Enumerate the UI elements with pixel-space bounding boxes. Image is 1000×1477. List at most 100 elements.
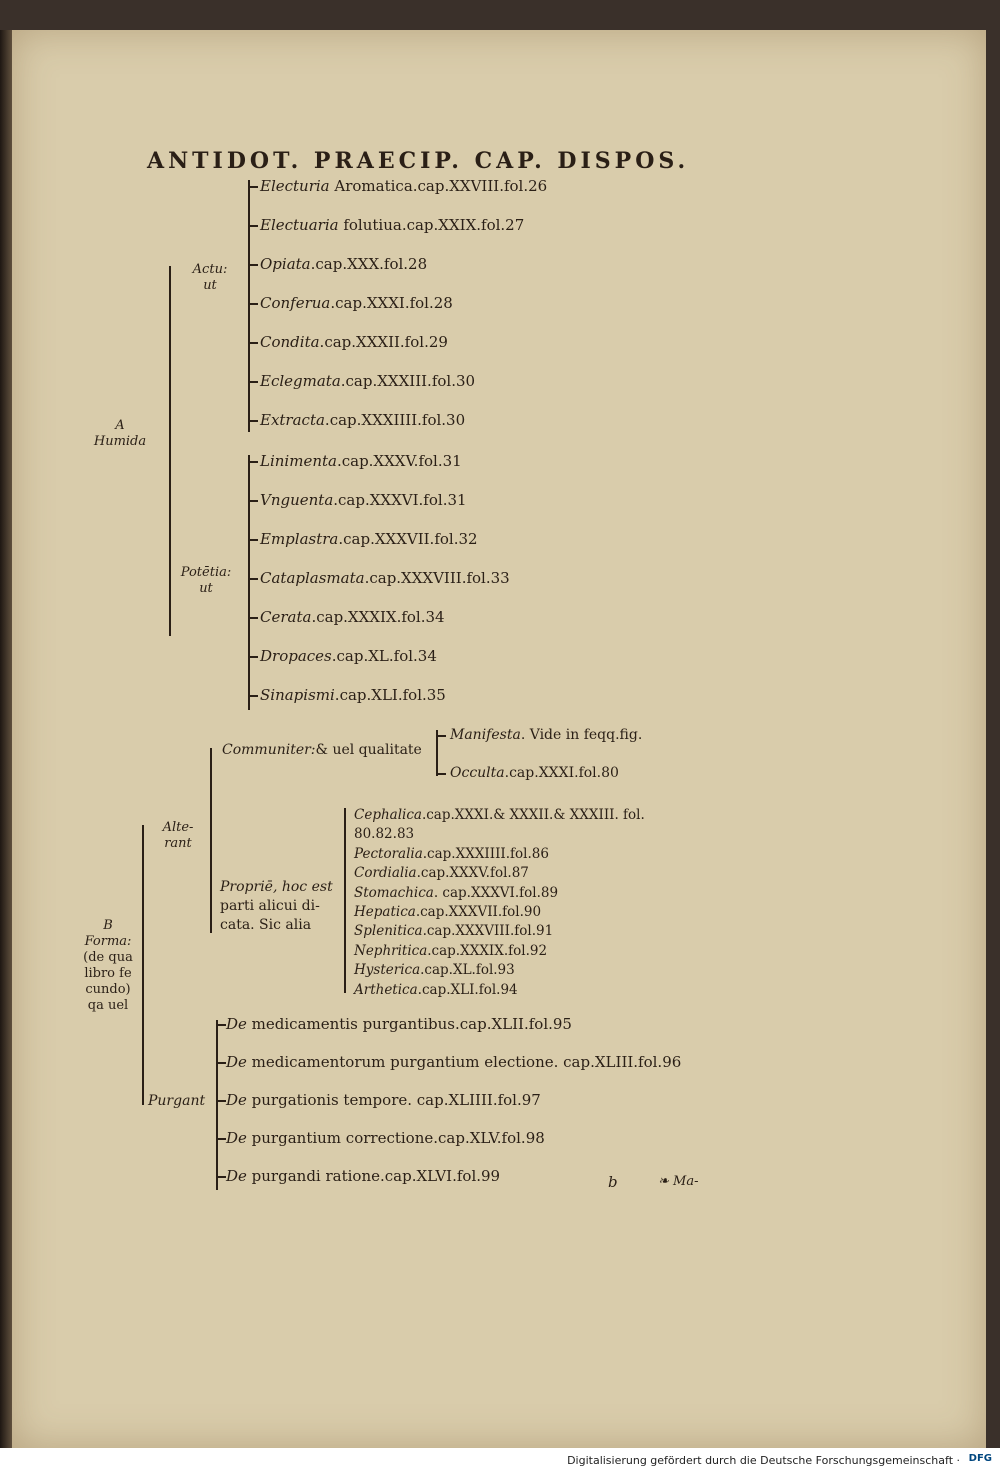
list-entry: Sinapismi.cap.XLI.fol.35 [260,686,446,704]
brace-tick [250,461,258,463]
page-title: ANTIDOT. PRAECIP. CAP. DISPOS. [147,148,690,174]
proprie-line: parti alicui di- [220,898,320,914]
entry-name: Manifesta [450,727,521,743]
list-entry: Hepatica.cap.XXXVII.fol.90 [354,903,541,921]
group-letter-a: A [115,418,125,433]
digitization-footer: Digitalisierung gefördert durch die Deut… [0,1448,1000,1477]
entry-reference: purgationis tempore. cap.XLIIII.fol.97 [246,1091,541,1109]
entry-name: Cerata [260,608,312,626]
entry-reference: . Vide in feqq.fig. [520,727,643,743]
subgroup-label-potentia: Potētia: ut [176,565,236,597]
group-letter-b: B [103,918,113,933]
entry-reference: .cap.XLI.fol.35 [334,686,446,704]
communiter-label: Communiter:& uel qualitate [222,741,422,759]
brace-alterant [210,748,212,933]
brace-tick [250,342,258,344]
entry-reference: 80.82.83 [354,826,415,843]
brace-tick [250,225,258,227]
entry-name: Pectoralia [354,845,423,862]
entry-name: Cataplasmata [260,569,365,587]
entry-name: Eclegmata [260,372,341,390]
catchword: ❧ Ma- [658,1173,699,1191]
list-entry: Emplastra.cap.XXXVII.fol.32 [260,530,478,548]
entry-name: Hysterica [354,962,421,979]
book-spine [0,30,14,1448]
list-entry: 80.82.83 [354,825,414,843]
entry-name: Condita [260,333,320,351]
subgroup-actu-name: Actu: [192,262,228,277]
brace-tick [250,381,258,383]
subgroup-label-alterant: Alte- rant [152,820,204,852]
entry-reference: .cap.XXXI.fol.28 [330,294,453,312]
entry-reference: .cap.XXXI.fol.80 [504,765,619,781]
brace-tick [218,1176,226,1178]
entry-name: De [226,1015,247,1033]
entry-name: De [226,1129,247,1147]
group-name-forma: Forma: [84,934,132,949]
list-entry: Dropaces.cap.XL.fol.34 [260,647,437,665]
entry-reference: folutiua.cap.XXIX.fol.27 [338,216,525,234]
subgroup-alterant-rant: rant [164,836,192,851]
list-entry: Conferua.cap.XXXI.fol.28 [260,294,453,312]
brace-tick [438,735,446,737]
entry-name: Stomachica [354,884,434,901]
group-label-forma: B Forma: (de qua libro fe cundo) qa uel [74,918,142,1014]
book-page: ANTIDOT. PRAECIP. CAP. DISPOS. A Humida … [12,30,986,1448]
list-entry: Eclegmata.cap.XXXIII.fol.30 [260,372,475,390]
list-entry: Hysterica.cap.XL.fol.93 [354,961,515,979]
subgroup-actu-ut: ut [203,278,217,293]
proprie-line: cata. Sic alia [220,917,312,933]
entry-reference: medicamentorum purgantium electione. cap… [246,1053,682,1071]
list-entry: Linimenta.cap.XXXV.fol.31 [260,452,462,470]
entry-reference: .cap.XL.fol.93 [420,962,515,979]
list-entry: Nephritica.cap.XXXIX.fol.92 [354,942,547,960]
list-entry: Electuaria folutiua.cap.XXIX.fol.27 [260,216,524,234]
entry-reference: . cap.XXXVI.fol.89 [433,884,559,901]
entry-name: Extracta [260,411,325,429]
entry-reference: .cap.XLI.fol.94 [417,981,518,998]
entry-reference: .cap.XXXVI.fol.31 [333,491,467,509]
entry-reference: .cap.XXXIIII.fol.86 [422,845,549,862]
brace-humida [169,266,171,636]
brace-tick [218,1138,226,1140]
forma-note-line: libro fe [84,966,132,981]
subgroup-potentia-name: Potētia: [180,565,232,580]
entry-reference: .cap.XL.fol.34 [331,647,437,665]
list-entry: De purgationis tempore. cap.XLIIII.fol.9… [226,1091,541,1109]
entry-name: Vnguenta [260,491,334,509]
subgroup-alterant-name: Alte- [162,820,194,835]
entry-reference: .cap.XXXV.fol.87 [416,865,529,882]
brace-tick [250,420,258,422]
entry-reference: .cap.XXXVIII.fol.91 [422,923,554,940]
brace-tick [218,1062,226,1064]
entry-reference: .cap.XXXIII.fol.30 [340,372,476,390]
entry-name: De [226,1167,247,1185]
brace-tick [250,303,258,305]
entry-reference: .cap.XXXVII.fol.90 [415,904,542,920]
brace-actu [248,180,250,432]
entry-reference: Aromatica.cap.XXVIII.fol.26 [329,177,548,195]
forma-note-line: qa uel [87,998,129,1013]
brace-communiter [436,730,438,776]
brace-tick [250,695,258,697]
entry-name: Sinapismi [260,686,335,704]
catchword-text: Ma- [673,1174,699,1189]
communiter-em: Communiter: [222,742,316,758]
entry-name: Cordialia [354,865,417,882]
communiter-rest: & uel qualitate [315,742,422,758]
group-label-humida: A Humida [90,418,150,450]
list-entry: Cordialia.cap.XXXV.fol.87 [354,864,529,882]
list-entry: Condita.cap.XXXII.fol.29 [260,333,448,351]
entry-name: Hepatica [354,904,416,920]
list-entry: Vnguenta.cap.XXXVI.fol.31 [260,491,467,509]
list-entry: De medicamentis purgantibus.cap.XLII.fol… [226,1015,572,1033]
brace-forma [142,825,144,1105]
list-entry: Arthetica.cap.XLI.fol.94 [354,981,518,999]
list-entry: Cerata.cap.XXXIX.fol.34 [260,608,445,626]
subgroup-potentia-ut: ut [199,581,213,596]
entry-name: Nephritica [354,942,428,959]
brace-tick [250,656,258,658]
forma-note-line: (de qua [83,950,133,965]
list-entry: De purgandi ratione.cap.XLVI.fol.99 [226,1167,500,1185]
group-name-humida: Humida [93,434,147,449]
